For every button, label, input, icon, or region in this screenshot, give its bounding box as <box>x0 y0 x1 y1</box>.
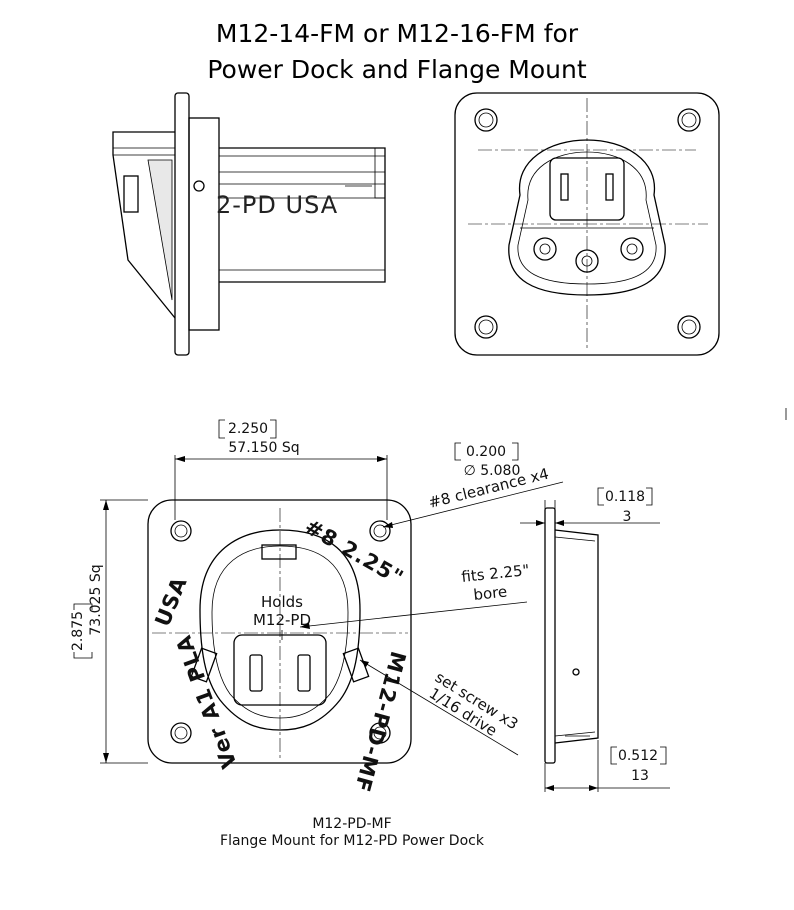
holds-label-line1: Holds <box>261 593 303 611</box>
title-line-2: Power Dock and Flange Mount <box>207 55 587 84</box>
dock-latch-window <box>123 175 139 213</box>
dock-front-view <box>454 92 720 356</box>
dock-mount-hole-tr <box>677 108 701 132</box>
depth-dim-mm: 13 <box>631 768 649 784</box>
dock-pin-right <box>620 237 644 261</box>
dock-mount-hole-tl <box>474 108 498 132</box>
flange-side-view: 0.118 3 0.512 13 <box>520 487 670 792</box>
depth-dim-inch: 0.512 <box>618 748 658 764</box>
flange-front-view: #8 2.25" USA Ver A1 PLA M12-PD-MF Holds … <box>147 499 412 795</box>
dock-mount-hole-bl <box>474 315 498 339</box>
dock-pin-center <box>575 249 599 273</box>
thickness-dim-inch: 0.118 <box>605 489 645 505</box>
dock-flange-edge <box>174 92 190 356</box>
caption-description: Flange Mount for M12-PD Power Dock <box>220 833 485 849</box>
caption-part-number: M12-PD-MF <box>312 816 391 832</box>
flange-emboss-version: Ver A1 PLA <box>171 632 242 772</box>
dock-terminal-left <box>560 173 569 201</box>
dock-front-plate <box>454 92 720 356</box>
flange-side-screw <box>572 668 580 676</box>
width-dimension: 2.250 57.150 Sq <box>174 419 388 520</box>
fits-label-line1: fits 2.25" <box>461 561 531 586</box>
dock-terminal-right <box>605 173 614 201</box>
flange-hole-bl <box>170 722 192 744</box>
dock-embossed-text: 2-PD USA <box>216 191 338 219</box>
flange-emboss-usa: USA <box>150 573 192 630</box>
dock-pin-left <box>533 237 557 261</box>
dock-plug-cavity <box>549 157 625 221</box>
flange-terminal-left <box>249 654 263 692</box>
fits-label-line2: bore <box>473 583 508 604</box>
dock-collar <box>188 117 220 331</box>
flange-plate <box>147 499 412 764</box>
dock-body <box>219 147 386 283</box>
flange-emboss-part: M12-PD-MF <box>350 649 411 795</box>
dock-socket-outline <box>508 139 666 296</box>
flange-terminal-right <box>297 654 311 692</box>
flange-hole-br <box>369 722 391 744</box>
flange-plug-cavity <box>233 634 327 706</box>
flange-side-plate <box>544 507 556 764</box>
width-dim-mm: 57.150 Sq <box>228 440 299 456</box>
flange-bore-outline <box>199 529 361 731</box>
bore-callout: fits 2.25" bore <box>299 561 531 629</box>
hole-dim-mm: ∅ 5.080 <box>464 463 521 479</box>
dock-side-view: 2-PD USA <box>112 92 386 356</box>
height-dim-mm: 73.025 Sq <box>88 564 104 635</box>
flange-hole-tl <box>170 520 192 542</box>
holds-label-line2: M12-PD <box>253 611 311 629</box>
title-line-1: M12-14-FM or M12-16-FM for <box>215 19 579 48</box>
dock-mount-hole-br <box>677 315 701 339</box>
flange-top-key <box>261 544 297 560</box>
width-dim-inch: 2.250 <box>228 421 268 437</box>
thickness-dim-mm: 3 <box>623 509 632 525</box>
height-dimension: 2.875 73.025 Sq <box>70 499 148 764</box>
dock-screw-hole <box>193 180 205 192</box>
hole-dim-inch: 0.200 <box>466 444 506 460</box>
height-dim-inch: 2.875 <box>70 611 86 651</box>
flange-side-body <box>554 529 599 744</box>
flange-hole-tr <box>369 520 391 542</box>
flange-set-screw-left <box>190 647 218 683</box>
